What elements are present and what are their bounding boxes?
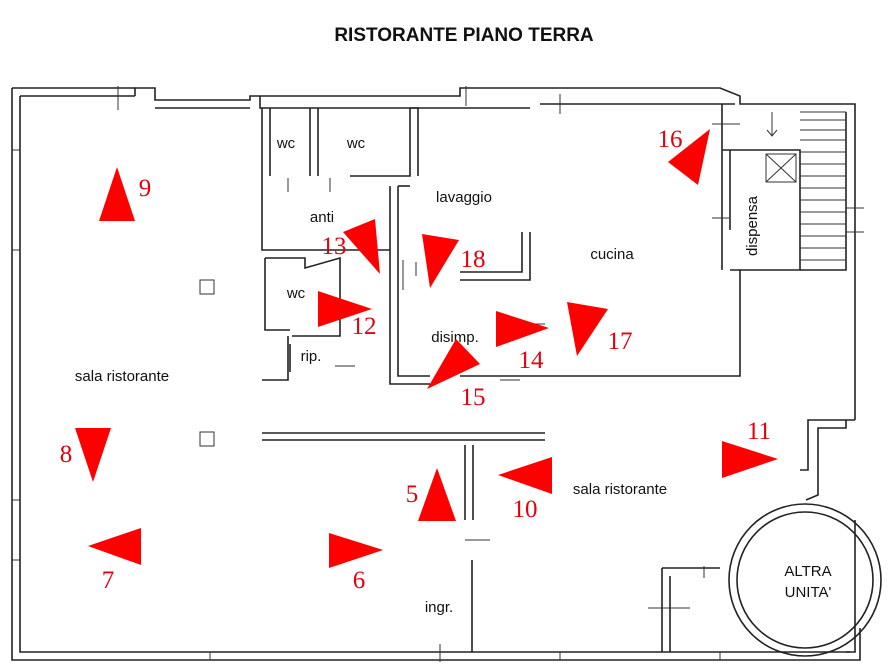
viewpoint-marker-11 [722, 441, 778, 478]
room-label-sala-ristorante-left: sala ristorante [75, 368, 169, 385]
viewpoint-number-7: 7 [102, 567, 115, 594]
room-label-disimp: disimp. [431, 329, 479, 346]
room-label-unita: UNITA' [785, 584, 832, 601]
viewpoint-marker-5 [418, 468, 456, 521]
room-label-altra: ALTRA [784, 563, 831, 580]
viewpoint-number-12: 12 [352, 313, 377, 340]
room-label-dispensa: dispensa [744, 195, 761, 256]
viewpoint-number-14: 14 [519, 347, 545, 374]
viewpoint-numbers: 5 6 7 8 9 10 11 12 13 14 15 16 17 18 [60, 126, 771, 594]
viewpoint-marker-7 [88, 528, 141, 565]
viewpoint-number-13: 13 [322, 233, 347, 260]
viewpoint-marker-9 [99, 167, 135, 221]
room-label-cucina: cucina [590, 246, 634, 263]
room-label-wc-1: wc [276, 135, 296, 152]
room-label-wc-2: wc [346, 135, 366, 152]
viewpoint-number-18: 18 [461, 246, 486, 273]
viewpoint-marker-12 [318, 291, 372, 327]
viewpoint-marker-15 [427, 339, 480, 389]
viewpoint-number-8: 8 [60, 441, 73, 468]
room-label-lavaggio: lavaggio [436, 189, 492, 206]
viewpoint-number-17: 17 [608, 328, 633, 355]
viewpoint-number-10: 10 [513, 496, 538, 523]
room-label-wc-3: wc [286, 285, 306, 302]
dining-partitions [199, 279, 720, 652]
viewpoint-marker-16 [668, 129, 710, 185]
viewpoint-marker-10 [498, 457, 552, 494]
viewpoint-number-5: 5 [406, 481, 419, 508]
viewpoint-marker-13 [343, 219, 380, 274]
viewpoint-number-11: 11 [747, 418, 771, 445]
viewpoint-number-9: 9 [139, 175, 152, 202]
staircase [765, 111, 864, 261]
room-label-anti: anti [310, 209, 334, 226]
viewpoint-markers [75, 129, 778, 568]
viewpoint-marker-8 [75, 428, 111, 482]
viewpoint-marker-18 [422, 234, 459, 288]
viewpoint-marker-14 [496, 311, 549, 347]
viewpoint-marker-6 [329, 533, 383, 568]
viewpoint-number-16: 16 [658, 126, 683, 153]
viewpoint-number-15: 15 [461, 384, 486, 411]
room-label-rip: rip. [301, 348, 322, 365]
room-label-ingr: ingr. [425, 599, 453, 616]
plan-title: RISTORANTE PIANO TERRA [334, 25, 594, 46]
bathroom-walls [261, 108, 411, 381]
room-label-sala-ristorante-right: sala ristorante [573, 481, 667, 498]
service-walls [389, 104, 801, 385]
viewpoint-number-6: 6 [353, 567, 366, 594]
outer-walls [11, 86, 861, 662]
room-labels: wc wc wc anti rip. lavaggio cucina dispe… [75, 135, 832, 616]
other-unit-round-room [728, 503, 882, 657]
viewpoint-marker-17 [567, 302, 608, 356]
